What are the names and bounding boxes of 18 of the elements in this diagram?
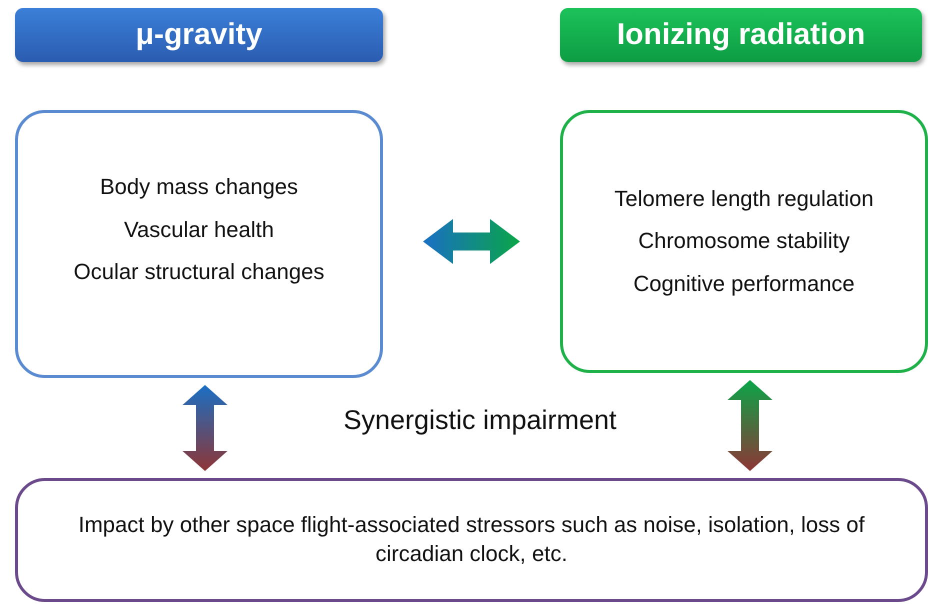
double-arrow	[728, 380, 772, 471]
effect-text: Body mass changes	[100, 173, 298, 202]
effect-text: Ocular structural changes	[74, 258, 324, 286]
double-arrow	[423, 219, 520, 264]
effect-text: Cognitive performance	[633, 270, 855, 298]
effects-box	[15, 110, 383, 378]
header-text: Ionizing radiation	[616, 18, 866, 52]
effects-box	[560, 110, 928, 373]
effect-text: Impact by other space flight-associated stressors such as noise, isolation, loss of circadian clock, etc.	[78, 511, 865, 568]
header-text: μ-gravity	[136, 18, 262, 52]
double-arrow	[182, 385, 228, 471]
effect-text: Telomere length regulation	[614, 184, 874, 213]
effect-text: Chromosome stability	[638, 227, 850, 256]
effect-text: Vascular health	[124, 216, 274, 244]
stressors-box	[15, 478, 928, 602]
note-text: Synergistic impairment	[342, 405, 618, 436]
category-header	[560, 8, 922, 62]
category-header	[15, 8, 383, 62]
